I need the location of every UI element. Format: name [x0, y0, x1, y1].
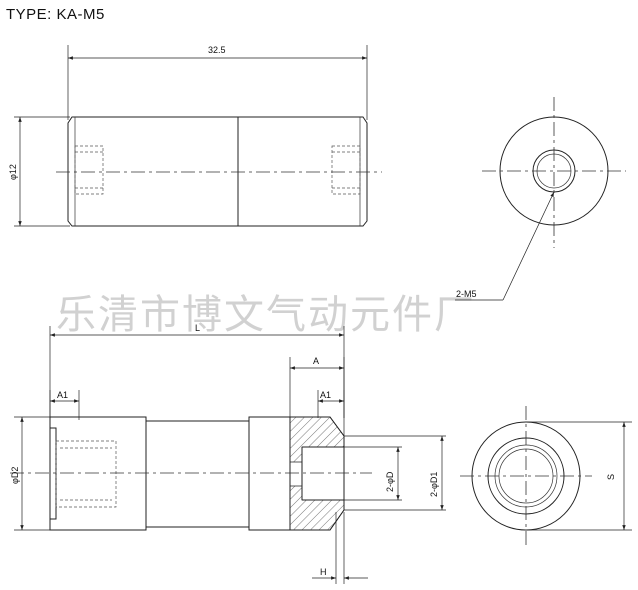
- type-title: TYPE: KA-M5: [6, 6, 105, 23]
- dimension-label-32-5: 32.5: [208, 45, 226, 55]
- dimension-a1-right: A1: [317, 390, 345, 418]
- dimension-label-a1-left: A1: [57, 390, 68, 400]
- dimension-label-a: A: [313, 356, 319, 366]
- dimension-label-d2: φD2: [10, 467, 20, 484]
- thread-label-2-m5: 2-M5: [456, 289, 477, 299]
- dimension-a1-left: A1: [49, 390, 80, 420]
- dimension-h: H: [312, 512, 368, 584]
- dimension-phi12: φ12: [8, 116, 70, 227]
- dimension-label-l: L: [195, 323, 200, 333]
- dimension-label-h: H: [320, 567, 327, 577]
- dimension-2-phi-d1: 2-φD1: [344, 435, 446, 511]
- watermark-text: 乐清市博文气动元件厂: [56, 292, 476, 338]
- thread-callout-2-m5: 2-M5: [455, 191, 555, 301]
- top-side-view: [56, 116, 382, 227]
- bottom-side-view: [10, 416, 372, 531]
- dimension-a: A: [289, 356, 345, 418]
- dimension-label-2-phi-d: 2-φD: [385, 471, 395, 492]
- top-end-view: [482, 97, 626, 248]
- dimension-label-a1-right: A1: [320, 390, 331, 400]
- dimension-label-s: S: [606, 474, 616, 480]
- dimension-label-phi12: φ12: [8, 164, 18, 180]
- dimension-d2: φD2: [10, 416, 52, 531]
- dimension-s: S: [526, 421, 632, 531]
- dimension-label-2-phi-d1: 2-φD1: [429, 472, 439, 497]
- dimension-32-5: 32.5: [67, 45, 368, 120]
- dimension-2-phi-d: 2-φD: [344, 446, 402, 501]
- bottom-end-view: [460, 406, 592, 546]
